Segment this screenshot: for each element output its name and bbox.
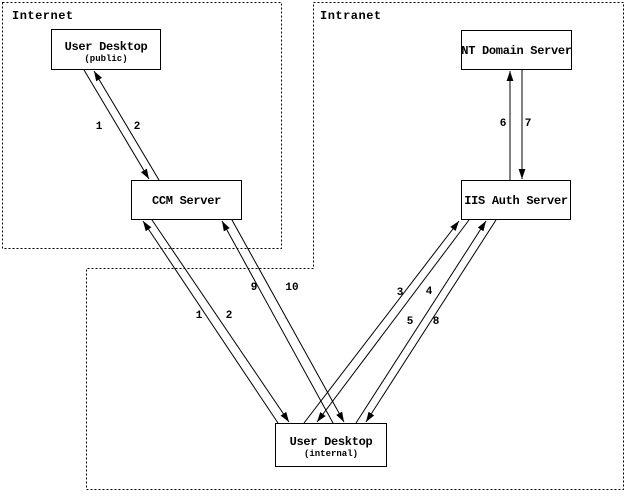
node-subtitle: (public): [84, 53, 128, 64]
flow-label-2-internal: 2: [225, 310, 233, 322]
flow-label-8: 8: [432, 316, 440, 328]
flow-label-9: 9: [250, 282, 258, 294]
arrow-1-internal-to-ccm: [142, 220, 279, 424]
node-ccm-server: CCM Server: [131, 180, 242, 220]
arrow-10-ccm-to-internal: [231, 219, 345, 423]
arrow-3-internal-to-iis: [303, 220, 460, 424]
node-user-desktop-internal: User Desktop (internal): [275, 423, 387, 467]
flow-label-3: 3: [396, 287, 404, 299]
node-title: User Desktop: [289, 435, 373, 449]
node-nt-domain-server: NT Domain Server: [461, 30, 572, 70]
intranet-zone-border: [86, 2, 624, 490]
flow-label-10: 10: [285, 282, 299, 294]
flow-label-7: 7: [524, 118, 532, 130]
flow-label-1-public: 1: [95, 121, 103, 133]
flow-label-2-public: 2: [133, 121, 141, 133]
node-title: User Desktop: [64, 39, 148, 54]
flow-label-6: 6: [499, 118, 507, 130]
internet-zone-border: [2, 2, 282, 249]
arrow-8-iis-to-internal: [365, 219, 497, 423]
flow-label-4: 4: [425, 286, 433, 298]
arrow-2-ccm-to-public: [93, 70, 160, 181]
arrow-4-iis-to-internal: [316, 219, 470, 423]
arrow-9-internal-to-ccm: [221, 220, 334, 424]
node-title: CCM Server: [151, 193, 221, 208]
arrow-1-public-to-ccm: [83, 69, 150, 180]
internet-zone-label: Internet: [12, 9, 74, 23]
flow-label-5: 5: [406, 316, 414, 328]
node-user-desktop-public: User Desktop (public): [51, 29, 161, 70]
intranet-zone-label: Intranet: [320, 9, 382, 23]
node-title: IIS Auth Server: [464, 193, 568, 208]
node-subtitle: (internal): [303, 449, 358, 459]
arrow-2-ccm-to-internal: [151, 219, 290, 423]
node-title: NT Domain Server: [461, 43, 572, 58]
flow-label-1-internal: 1: [195, 310, 203, 322]
node-iis-auth-server: IIS Auth Server: [461, 180, 571, 220]
arrow-5-internal-to-iis: [355, 220, 487, 424]
